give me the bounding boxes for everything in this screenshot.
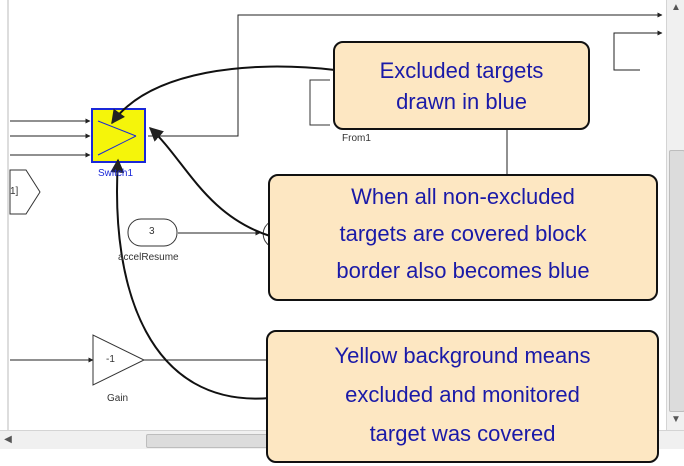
from1-label: From1: [342, 133, 371, 144]
gain-value: -1: [106, 354, 115, 365]
callout-excluded-targets: Excluded targets drawn in blue: [333, 41, 590, 130]
gain-label: Gain: [107, 393, 129, 404]
switch-output-line: [148, 12, 663, 137]
vertical-scrollbar[interactable]: ▲ ▼: [666, 0, 684, 430]
scroll-up-icon[interactable]: ▲: [671, 2, 681, 13]
inport-label: 1]: [10, 186, 19, 197]
callout-covered-line3: border also becomes blue: [336, 258, 590, 283]
callout-covered-border: When all non-excluded targets are covere…: [268, 174, 658, 301]
callout-covered-line2: targets are covered block: [339, 221, 587, 246]
switch1-block[interactable]: [91, 108, 146, 163]
from1-block[interactable]: [309, 79, 330, 126]
scroll-down-icon[interactable]: ▼: [671, 414, 681, 425]
scroll-left-icon[interactable]: ◀: [4, 434, 12, 445]
constant-label: accelResume: [118, 252, 179, 263]
input-signal-lines: [10, 118, 91, 158]
vertical-scroll-thumb[interactable]: [669, 150, 684, 412]
callout-yellow-line1: Yellow background means: [334, 343, 591, 368]
switch1-label: Switch1: [98, 168, 134, 179]
gain-block[interactable]: [92, 334, 146, 386]
callout-excluded-line2: drawn in blue: [396, 89, 527, 114]
callout-arrows: [110, 65, 336, 400]
inport-block[interactable]: [9, 169, 41, 215]
right-output-line: [613, 30, 663, 71]
constant-value: 3: [149, 226, 155, 237]
callout-excluded-line1: Excluded targets: [379, 58, 544, 83]
callout-covered-line1: When all non-excluded: [351, 184, 575, 209]
callout-yellow-line3: target was covered: [369, 421, 556, 446]
callout-yellow-background: Yellow background means excluded and mon…: [266, 330, 659, 463]
callout-yellow-line2: excluded and monitored: [345, 382, 580, 407]
constant-block[interactable]: [127, 218, 178, 247]
